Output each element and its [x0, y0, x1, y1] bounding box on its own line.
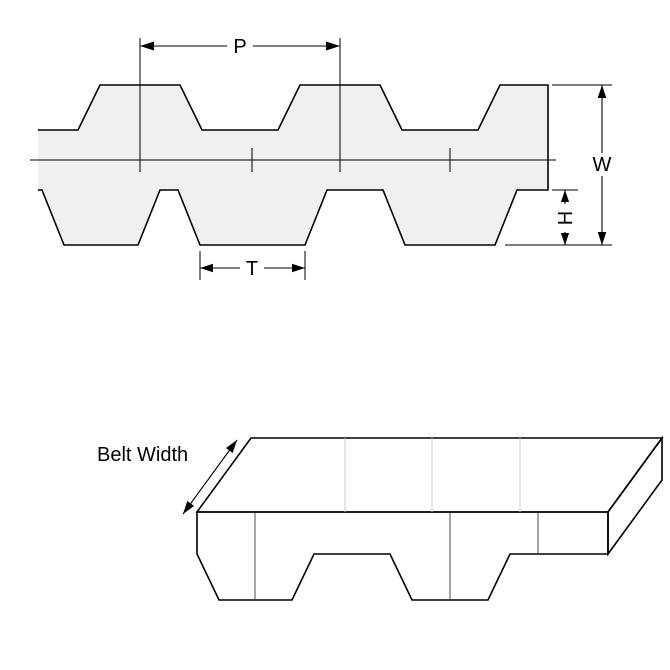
w-arrowhead-bottom — [597, 232, 607, 245]
p-label-bg — [227, 35, 253, 57]
belt-outline — [38, 84, 549, 246]
w-arrowhead-top — [597, 85, 607, 98]
belt-width-arrowhead-bottom — [183, 501, 195, 514]
p-label: P — [233, 36, 246, 58]
belt-width-label: Belt Width — [97, 444, 188, 466]
belt-width-arrow-line — [182, 439, 238, 515]
t-label: T — [246, 258, 258, 280]
h-arrowhead-top — [560, 190, 570, 202]
dimension-h: H — [552, 189, 578, 245]
p-arrowhead-right — [326, 41, 340, 51]
t-arrowhead-right — [292, 263, 305, 273]
belt-width-arrowhead-top — [225, 440, 237, 453]
belt-front-face — [196, 511, 609, 601]
w-label-bg — [589, 153, 615, 176]
perspective-view: Belt Width — [97, 435, 664, 601]
dimension-w: W — [505, 84, 615, 246]
belt-top-face — [195, 437, 664, 513]
dimension-t: T — [199, 251, 306, 280]
belt-body — [38, 85, 548, 245]
dimension-p: P — [140, 35, 340, 58]
h-label-bg — [554, 204, 576, 232]
p-arrowhead-left — [140, 41, 154, 51]
t-label-bg — [240, 257, 264, 279]
belt-width-dimension: Belt Width — [97, 439, 238, 515]
h-label: H — [555, 211, 577, 225]
h-arrowhead-bottom — [560, 233, 570, 245]
belt-end-face — [607, 435, 663, 557]
cross-section-view: P W H T — [30, 35, 615, 280]
t-arrowhead-left — [200, 263, 213, 273]
w-label: W — [593, 154, 612, 176]
